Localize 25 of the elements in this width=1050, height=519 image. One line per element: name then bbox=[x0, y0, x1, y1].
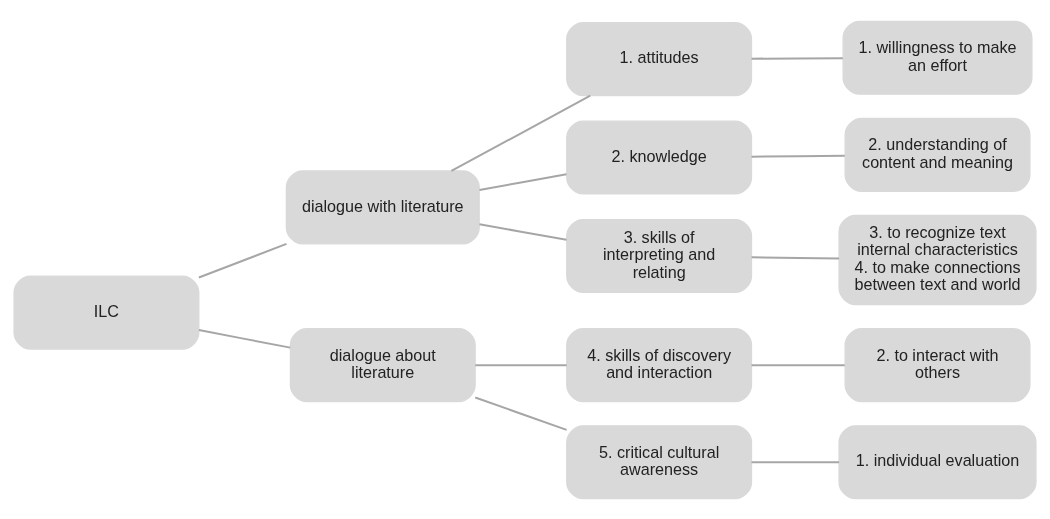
node-box: ILC bbox=[13, 275, 200, 350]
node-box: 2. knowledge bbox=[566, 119, 753, 195]
node-box: 4. skills of discovery and interaction bbox=[566, 327, 753, 402]
node-box: 5. critical cultural awareness bbox=[566, 424, 753, 499]
connector bbox=[450, 94, 591, 172]
node-box: 2. to interact with others bbox=[844, 327, 1031, 402]
node-box: dialogue about literature bbox=[289, 327, 476, 402]
connector bbox=[751, 56, 843, 60]
node-box: 1. willingness to make an effort bbox=[842, 20, 1033, 95]
connector bbox=[198, 328, 291, 349]
connector bbox=[198, 242, 287, 278]
node-box: 1. individual evaluation bbox=[838, 424, 1037, 499]
node-box: 2. understanding of content and meaning bbox=[844, 117, 1031, 192]
connector bbox=[751, 460, 840, 463]
connector bbox=[475, 363, 567, 366]
node-box: 3. to recognize text internal characteristics 4. to make connections between text and world bbox=[838, 214, 1037, 305]
connector bbox=[751, 255, 840, 260]
connector bbox=[479, 222, 567, 241]
connector bbox=[751, 154, 845, 158]
node-box: 3. skills of interpreting and relating bbox=[566, 218, 753, 293]
connector bbox=[479, 172, 567, 191]
node-box: 1. attitudes bbox=[566, 21, 753, 96]
connector bbox=[751, 363, 845, 366]
node-box: dialogue with literature bbox=[285, 169, 480, 244]
connector bbox=[474, 396, 567, 431]
